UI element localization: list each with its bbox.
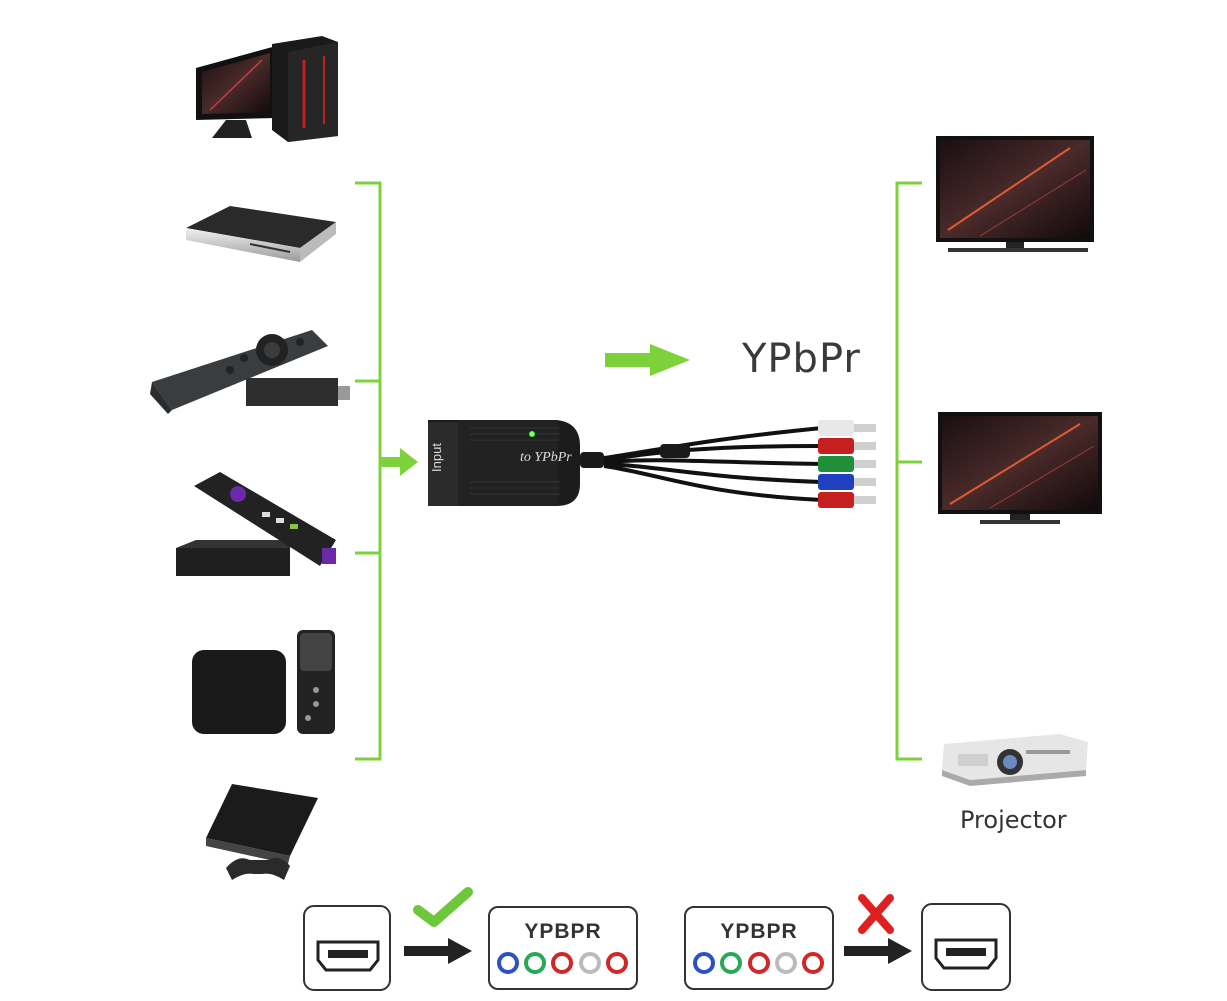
tv-icon bbox=[936, 136, 1094, 252]
converter-device bbox=[428, 420, 604, 506]
rca-plug-blue bbox=[818, 474, 876, 490]
monitor-icon bbox=[938, 412, 1102, 524]
ypbpr-source-title: YPBPR bbox=[720, 920, 798, 943]
apple-tv-icon bbox=[192, 630, 335, 734]
source-bracket bbox=[355, 181, 382, 761]
supported-arrow-icon bbox=[404, 938, 472, 964]
hdmi-source-box bbox=[303, 905, 391, 991]
rca-plug-red bbox=[818, 438, 876, 454]
roku-box-icon bbox=[176, 472, 336, 576]
output-bracket bbox=[895, 181, 922, 761]
component-cables bbox=[603, 426, 823, 502]
led-indicator-icon bbox=[530, 432, 534, 436]
desktop-pc-icon bbox=[196, 36, 338, 142]
device-input-label: Input bbox=[428, 443, 444, 472]
rca-plug-green bbox=[818, 456, 876, 472]
ypbpr-target-title: YPBPR bbox=[524, 920, 602, 943]
hdmi-port-icon bbox=[316, 940, 380, 972]
playstation-icon bbox=[206, 784, 318, 880]
ypbpr-source-box: YPBPR bbox=[684, 906, 834, 990]
check-icon bbox=[413, 887, 473, 927]
dvd-player-icon bbox=[186, 206, 336, 262]
output-format-label: YPbPr bbox=[742, 336, 861, 382]
device-text: to YPbPr bbox=[520, 450, 572, 465]
projector-label: Projector bbox=[960, 806, 1067, 834]
cross-icon bbox=[858, 894, 894, 934]
hdmi-target-box bbox=[921, 903, 1011, 991]
fire-tv-stick-icon bbox=[150, 330, 350, 414]
unsupported-arrow-icon bbox=[844, 938, 912, 964]
output-arrow-icon bbox=[605, 344, 690, 376]
rca-plug-white bbox=[818, 420, 876, 436]
input-arrow-icon bbox=[381, 448, 418, 476]
hdmi-port-icon bbox=[934, 938, 998, 970]
projector-icon bbox=[942, 734, 1088, 786]
ypbpr-target-box: YPBPR bbox=[488, 906, 638, 990]
rca-plug-red-2 bbox=[818, 492, 876, 508]
